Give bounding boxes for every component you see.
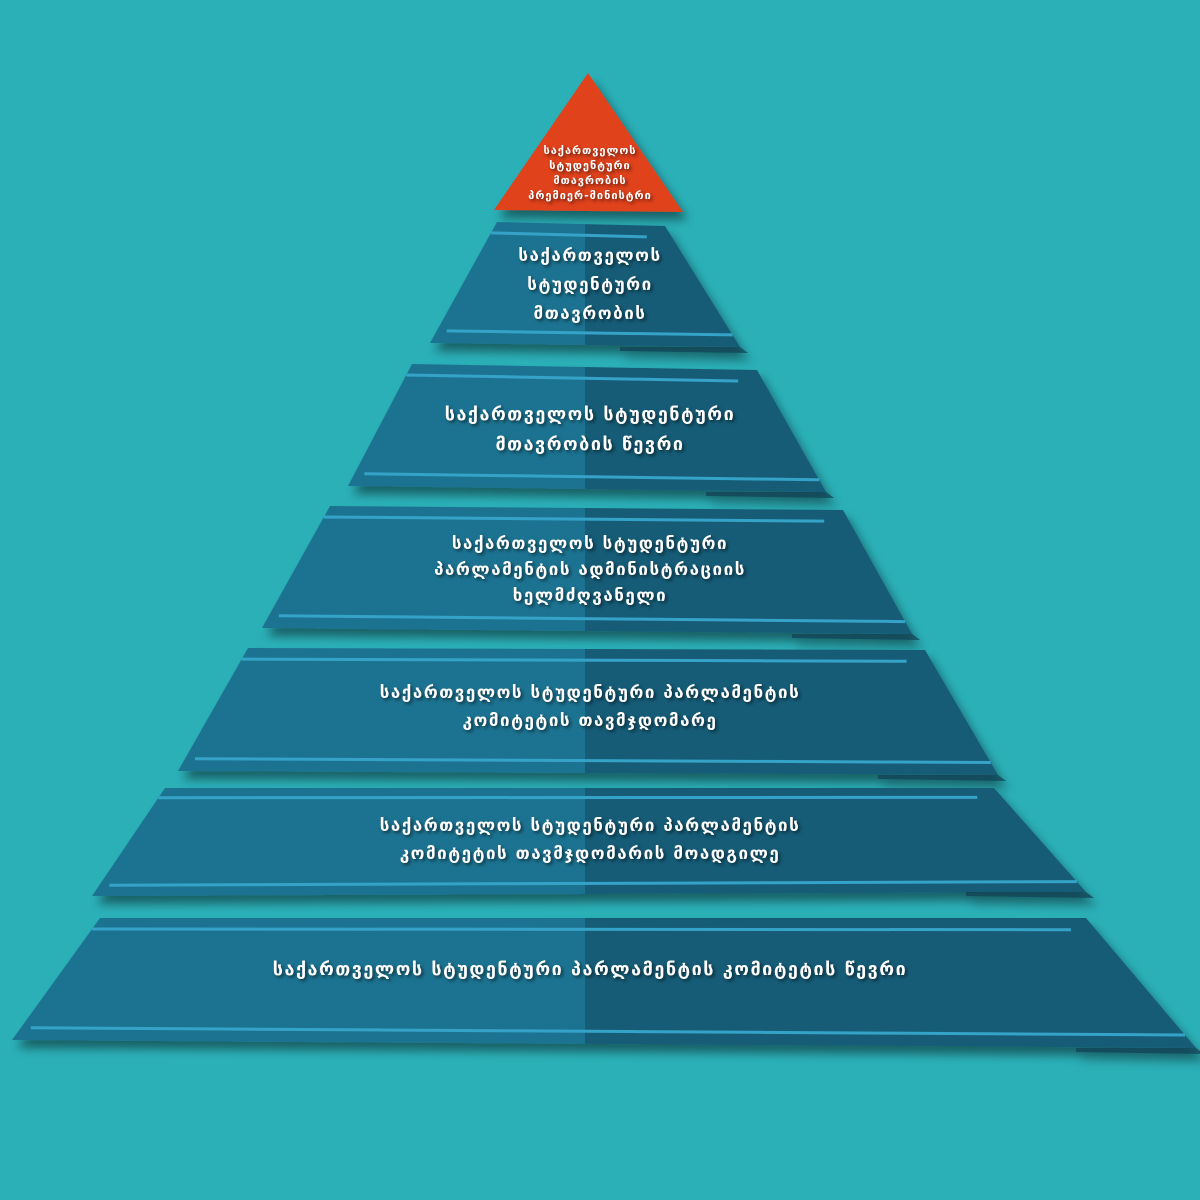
apex-triangle — [494, 73, 683, 212]
tier-top-stripe — [490, 231, 647, 239]
tier-bottom-stripe — [109, 880, 1077, 887]
tier-left-face — [430, 222, 585, 345]
tier-top-stripe — [92, 927, 1071, 932]
tier-right-face — [585, 224, 740, 347]
pyramid-tier-6 — [92, 788, 1094, 898]
tier-label-6: საქართველოს სტუდენტური პარლამენტის კომიტ… — [379, 816, 801, 864]
tier-right-face — [585, 367, 826, 492]
tier-depth-sliver — [878, 775, 1006, 781]
tier-left-face — [262, 506, 585, 631]
tier-depth-sliver — [620, 347, 748, 353]
tier-left-face — [348, 364, 585, 489]
tier-bottom-stripe — [446, 329, 733, 337]
apex-label: საქართველოს სტუდენტური მთავრობის პრემიერ… — [528, 144, 652, 202]
pyramid-tier-3 — [348, 364, 834, 498]
tier-bottom-stripe — [30, 1026, 1186, 1037]
tier-depth-sliver — [792, 634, 920, 640]
tier-bottom-stripe — [278, 614, 906, 624]
tier-right-face — [585, 918, 1196, 1048]
tier-left-face — [178, 648, 585, 773]
tier-label-7: საქართველოს სტუდენტური პარლამენტის კომიტ… — [272, 959, 908, 980]
tier-left-face — [12, 918, 585, 1044]
tier-top-stripe — [323, 515, 825, 523]
tier-top-stripe — [406, 373, 739, 383]
tier-label-2: საქართველოს სტუდენტური მთავრობის — [518, 245, 662, 324]
tier-left-face — [92, 788, 585, 896]
tier-label-3: საქართველოს სტუდენტური მთავრობის წევრი — [444, 404, 736, 455]
tier-depth-sliver — [966, 892, 1094, 898]
tier-label-4: საქართველოს სტუდენტური პარლამენტის ადმინ… — [434, 534, 746, 606]
pyramid-tier-2 — [430, 222, 748, 353]
pyramid-tier-7 — [12, 918, 1200, 1054]
tier-bottom-stripe — [364, 472, 820, 482]
tier-bottom-stripe — [194, 757, 991, 764]
pyramid-tier-5 — [178, 648, 1006, 781]
tier-depth-sliver — [706, 492, 834, 498]
pyramid-tier-4 — [262, 506, 920, 640]
tier-depth-sliver — [1076, 1048, 1200, 1054]
tier-label-5: საქართველოს სტუდენტური პარლამენტის კომიტ… — [379, 683, 801, 731]
tier-right-face — [585, 788, 1086, 895]
tier-top-stripe — [241, 657, 907, 663]
tier-right-face — [585, 507, 912, 634]
tier-right-face — [585, 648, 998, 775]
